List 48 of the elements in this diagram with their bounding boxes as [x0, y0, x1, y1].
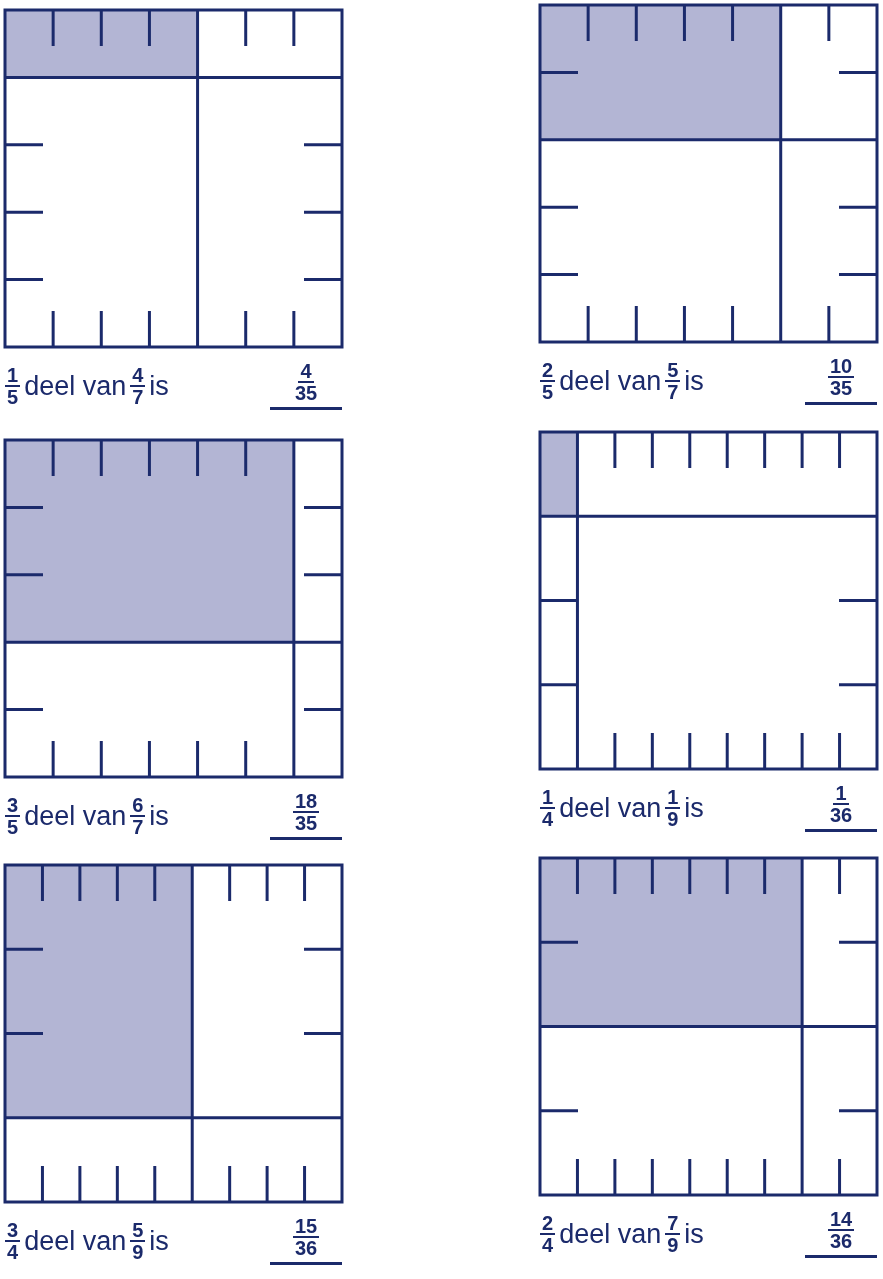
question-text: is — [684, 792, 704, 824]
fraction-denominator: 36 — [829, 805, 853, 825]
fraction-denominator: 36 — [829, 1231, 853, 1251]
fraction-denominator: 7 — [132, 817, 144, 837]
fraction-denominator: 35 — [294, 813, 318, 833]
fraction-denominator: 4 — [542, 1235, 554, 1255]
fraction-numerator: 1 — [5, 365, 21, 387]
question-text: is — [684, 1218, 704, 1250]
fraction-denominator: 9 — [667, 809, 679, 829]
fraction-numerator: 4 — [298, 361, 314, 383]
fraction-numerator: 15 — [292, 1216, 320, 1238]
fraction-denominator: 5 — [542, 382, 554, 402]
question-text: is — [149, 800, 169, 832]
fraction-numerator: 1 — [833, 783, 849, 805]
fraction-denominator: 4 — [7, 1242, 19, 1262]
fraction-numerator: 6 — [130, 795, 146, 817]
fraction-numerator: 5 — [665, 360, 681, 382]
fraction-numerator: 3 — [5, 1220, 21, 1242]
fraction-numerator: 2 — [540, 1213, 556, 1235]
question-text: deel van — [24, 1225, 127, 1257]
fraction-numerator: 5 — [130, 1220, 146, 1242]
question-text: deel van — [559, 792, 662, 824]
question-text: is — [149, 370, 169, 402]
question-text: is — [684, 365, 704, 397]
fraction-numerator: 14 — [827, 1209, 855, 1231]
fraction-denominator: 36 — [294, 1238, 318, 1258]
fraction-denominator: 9 — [132, 1242, 144, 1262]
question-text: deel van — [24, 370, 127, 402]
question-text: deel van — [559, 1218, 662, 1250]
fraction-denominator: 9 — [667, 1235, 679, 1255]
question-text: is — [149, 1225, 169, 1257]
fraction-numerator: 2 — [540, 360, 556, 382]
fraction-numerator: 1 — [665, 787, 681, 809]
fraction-numerator: 1 — [540, 787, 556, 809]
fraction-numerator: 7 — [665, 1213, 681, 1235]
fraction-numerator: 18 — [292, 791, 320, 813]
fraction-denominator: 35 — [294, 383, 318, 403]
fraction-numerator: 10 — [827, 356, 855, 378]
fraction-denominator: 4 — [542, 809, 554, 829]
fraction-numerator: 4 — [130, 365, 146, 387]
fraction-denominator: 5 — [7, 387, 19, 407]
question-text: deel van — [24, 800, 127, 832]
fraction-numerator: 3 — [5, 795, 21, 817]
question-text: deel van — [559, 365, 662, 397]
fraction-denominator: 35 — [829, 378, 853, 398]
fraction-denominator: 7 — [132, 387, 144, 407]
fraction-denominator: 7 — [667, 382, 679, 402]
fraction-denominator: 5 — [7, 817, 19, 837]
